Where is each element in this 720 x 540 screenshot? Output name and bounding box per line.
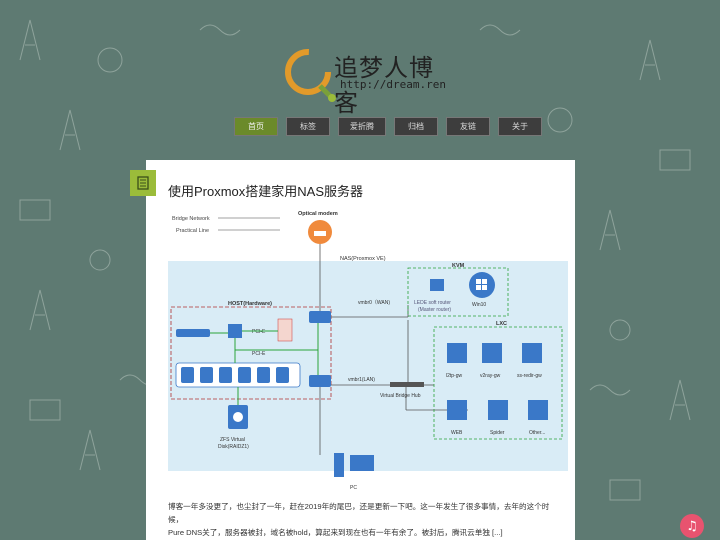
main-nav: 首页 标签 爱折腾 归档 友链 关于 [234,117,542,136]
lede-label-2: (Master router) [418,307,451,313]
excerpt-line-2[interactable]: Pure DNS关了，服务器被封，域名被hold，算起来到现在也有一年有余了。被… [168,528,503,537]
win10-label: Win10 [472,302,486,308]
site-logo[interactable]: 追梦人博客 http://dream.ren [282,42,452,117]
nav-item-archive[interactable]: 归档 [394,117,438,136]
post-excerpt: 博客一年多没更了，也尘封了一年，赶在2019年的尾巴，还是更新一下吧。这一年发生… [168,500,563,539]
nav-item-about[interactable]: 关于 [498,117,542,136]
post-title[interactable]: 使用Proxmox搭建家用NAS服务器 [168,184,364,199]
nav-item-tinkering[interactable]: 爱折腾 [338,117,386,136]
bridge-hub-label: Virtual Bridge Hub [380,393,421,399]
lxc-label: LXC [496,321,507,327]
nav-item-tags[interactable]: 标签 [286,117,330,136]
vmbr1-label: vmbr1(LAN) [348,377,375,383]
pcie-card-icon [277,318,293,342]
legend-bridge-label: Bridge Network [172,216,210,222]
pc-label: PC [350,485,357,491]
music-note-icon[interactable]: ♫ [680,514,704,538]
kvm-label: KVM [452,263,465,269]
lxc-web: WEB [451,430,463,436]
optical-modem-label: Optical modem [298,211,338,217]
kvm-box [407,267,509,317]
vmbr1-switch-icon [309,375,331,387]
host-box [170,306,332,400]
site-url: http://dream.ren [340,78,446,91]
cpu-icon [228,324,242,338]
logo-mark-icon [285,49,336,102]
lxc-l2tp: l2tp-gw [446,373,463,379]
router-icon [430,279,444,291]
network-diagram[interactable]: Bridge Network Practical Line Optical mo… [168,205,568,495]
nav-item-links[interactable]: 友链 [446,117,490,136]
pc-monitor-icon [350,455,374,471]
pc-tower-icon [334,453,344,477]
excerpt-line-1: 博客一年多没更了，也尘封了一年，赶在2019年的尾巴，还是更新一下吧。这一年发生… [168,502,550,524]
nas-label: NAS(Proxmox VE) [340,256,386,262]
lxc-v2ray: v2ray-gw [480,373,501,379]
pcie-label-1: PCI-E [252,329,266,335]
lxc-ssredir: ss-redir-gw [517,373,542,379]
pcie-label-2: PCI-E [252,351,266,357]
legend-practical-label: Practical Line [176,228,209,234]
zfs-label-1: ZFS Virtual [220,437,245,443]
zfs-label-2: Disk(RAIDZ1) [218,444,249,450]
bridge-hub-icon [390,382,424,387]
lxc-other: Other... [529,430,545,436]
vmbr0-switch-icon [309,311,331,323]
lxc-spider: Spider [490,430,505,436]
nav-item-home[interactable]: 首页 [234,117,278,136]
nic-icon [176,329,210,337]
vmbr0-label: vmbr0（WAN) [358,300,390,306]
host-label: HOST(Hardware) [228,301,272,307]
list-icon [130,170,156,196]
site-title: 追梦人博客 [334,54,434,117]
lede-label-1: LEDE soft router [414,300,451,306]
